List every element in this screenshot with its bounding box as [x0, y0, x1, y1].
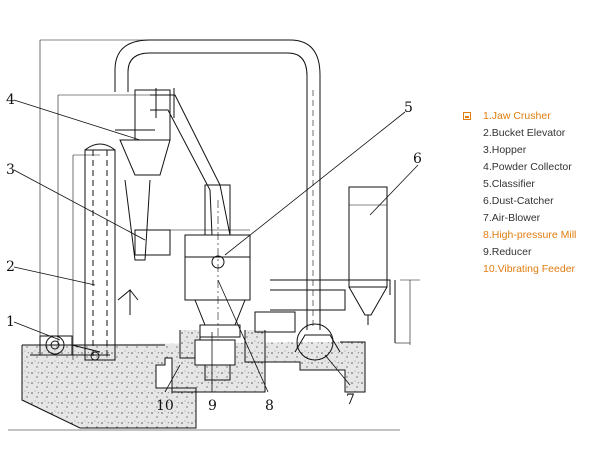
jaw-crusher [30, 335, 110, 361]
legend-item-hopper: 3.Hopper [462, 142, 598, 159]
powder-collector [115, 89, 171, 315]
legend-item-label: 5.Classifier [483, 178, 535, 190]
legend-item-label: 1.Jaw Crusher [483, 110, 551, 122]
foundation [8, 330, 400, 431]
callout-3: 3 [6, 162, 15, 178]
legend-item-label: 3.Hopper [483, 144, 527, 156]
legend-item-powder-collector: 4.Powder Collector [462, 159, 598, 176]
air-duct [114, 39, 321, 330]
callout-7: 7 [346, 392, 355, 408]
dimension-lines [39, 39, 420, 345]
callout-1: 1 [6, 314, 15, 330]
callout-10: 10 [156, 398, 174, 414]
callout-9: 9 [208, 398, 217, 414]
dust-catcher [348, 186, 396, 343]
legend-item-air-blower: 7.Air-Blower [462, 210, 598, 227]
callout-2: 2 [6, 259, 15, 275]
legend-item-label: 7.Air-Blower [483, 212, 541, 224]
legend-item-label: 4.Powder Collector [483, 161, 572, 173]
square-bullet-icon [463, 112, 471, 120]
callout-8: 8 [265, 398, 274, 414]
legend-item-dust-catcher: 6.Dust-Catcher [462, 193, 598, 210]
legend-item-label: 8.High-pressure Mill [483, 229, 577, 241]
legend-item-label: 10.Vibrating Feeder [483, 263, 576, 275]
air-blower [254, 279, 391, 361]
callout-5: 5 [404, 100, 413, 116]
callout-4: 4 [6, 92, 15, 108]
legend-item-jaw-crusher: 1.Jaw Crusher [462, 108, 598, 125]
legend-item-label: 2.Bucket Elevator [483, 127, 566, 139]
legend-item-label: 6.Dust-Catcher [483, 195, 554, 207]
legend-item-vibrating-feeder: 10.Vibrating Feeder [462, 261, 598, 278]
high-pressure-mill [184, 184, 251, 340]
bucket-elevator [72, 143, 116, 361]
legend-item-reducer: 9.Reducer [462, 244, 598, 261]
legend-item-label: 9.Reducer [483, 246, 532, 258]
callout-6: 6 [413, 151, 422, 167]
callout-leaders [13, 99, 419, 393]
callout-labels: 1 2 3 4 5 6 7 8 9 10 [6, 92, 422, 414]
legend-item-high-pressure-mill: 8.High-pressure Mill [462, 227, 598, 244]
legend-item-bucket-elevator: 2.Bucket Elevator [462, 125, 598, 142]
legend-item-classifier: 5.Classifier [462, 176, 598, 193]
